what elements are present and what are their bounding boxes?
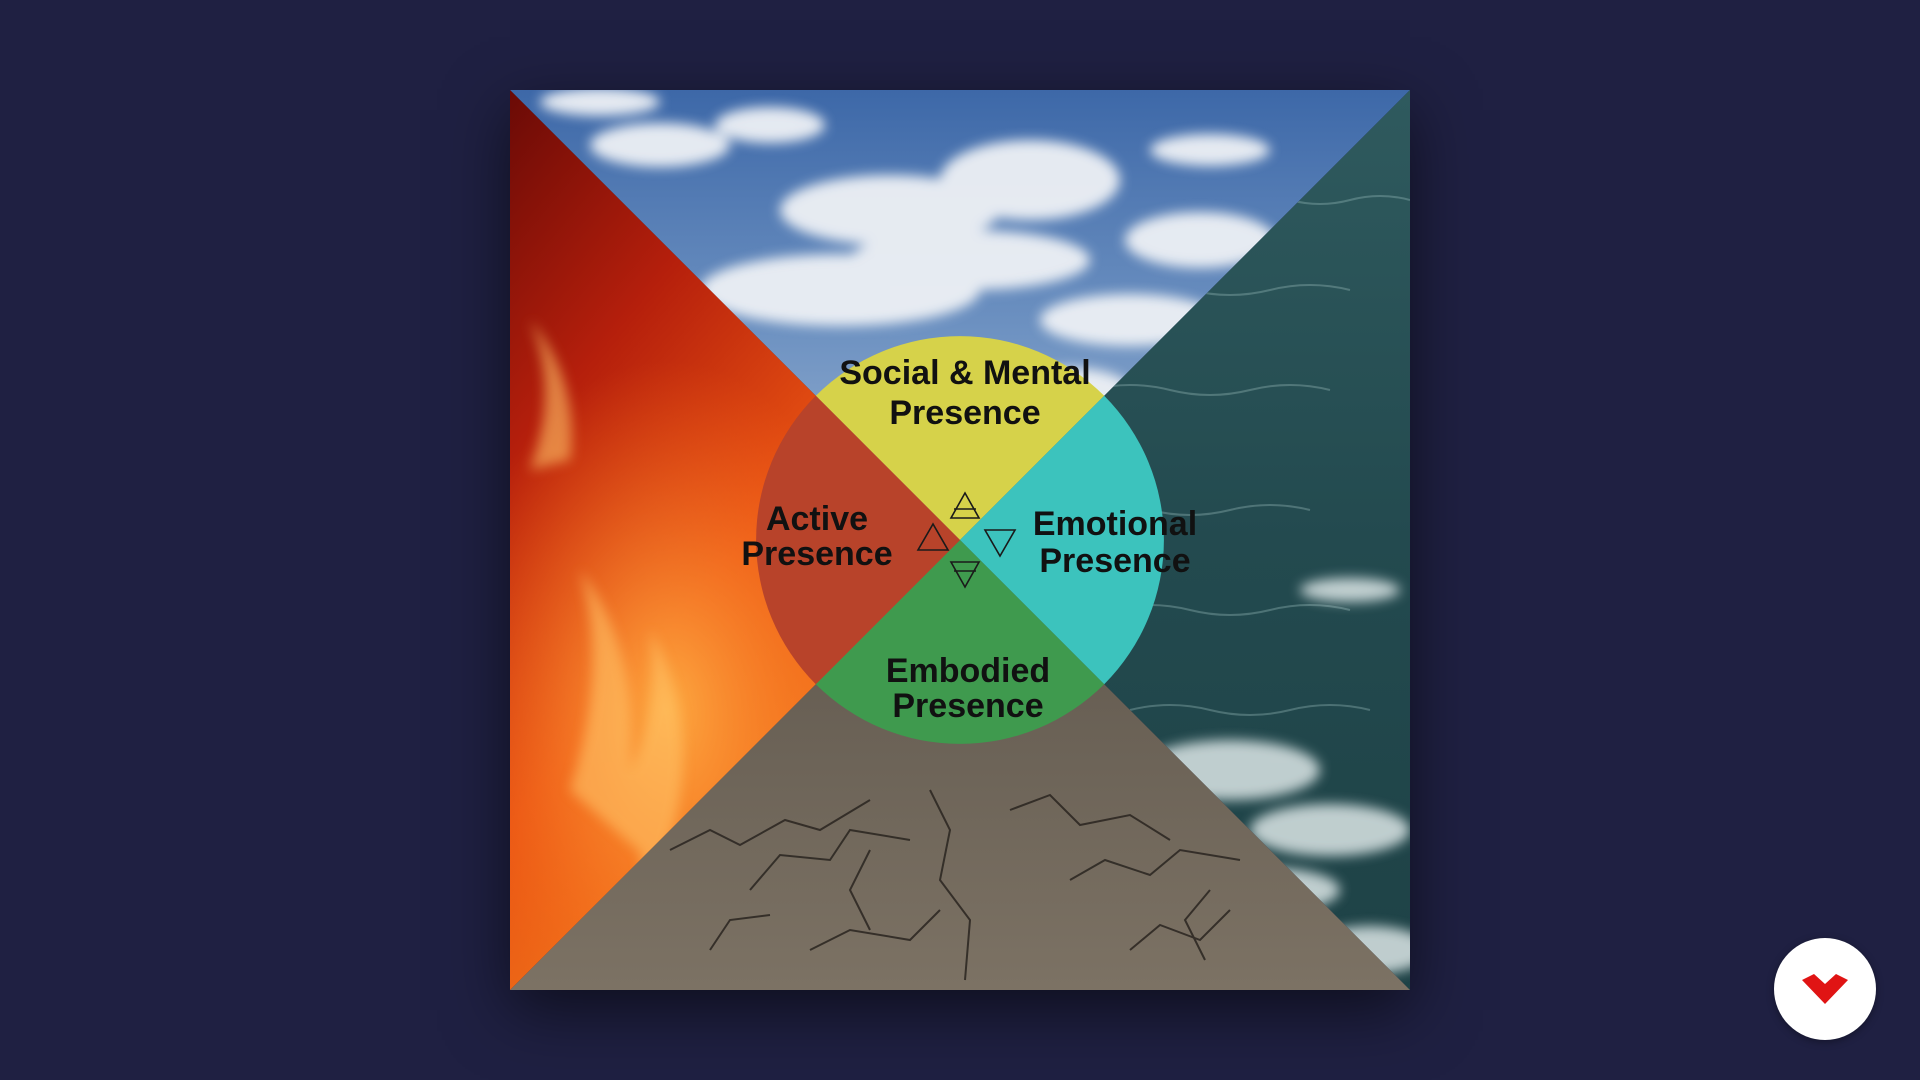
earth-symbol-icon	[949, 561, 981, 589]
label-emotional-line2: Presence	[1039, 542, 1190, 580]
label-active-line2: Presence	[741, 535, 892, 573]
air-symbol-icon	[949, 491, 981, 519]
label-social-mental-line1: Social & Mental	[839, 354, 1090, 392]
presence-wheel	[756, 336, 1164, 744]
label-embodied-line2: Presence	[892, 687, 1043, 725]
red-chevron-logo-icon	[1802, 974, 1848, 1004]
segment-embodied	[815, 540, 1105, 744]
fire-symbol-icon	[916, 522, 950, 551]
label-emotional-line1: Emotional	[1033, 505, 1197, 543]
segment-emotional	[960, 395, 1164, 685]
segment-active	[756, 395, 960, 685]
label-social-mental-line2: Presence	[889, 394, 1040, 432]
label-active-line1: Active	[766, 500, 868, 538]
elements-diagram: Social & Mental Presence Emotional Prese…	[510, 90, 1410, 990]
brand-logo-button[interactable]	[1774, 938, 1876, 1040]
water-symbol-icon	[983, 529, 1017, 558]
segment-social-mental	[815, 336, 1105, 540]
label-embodied-line1: Embodied	[886, 652, 1050, 690]
elements-diagram-svg: Social & Mental Presence Emotional Prese…	[510, 90, 1410, 990]
